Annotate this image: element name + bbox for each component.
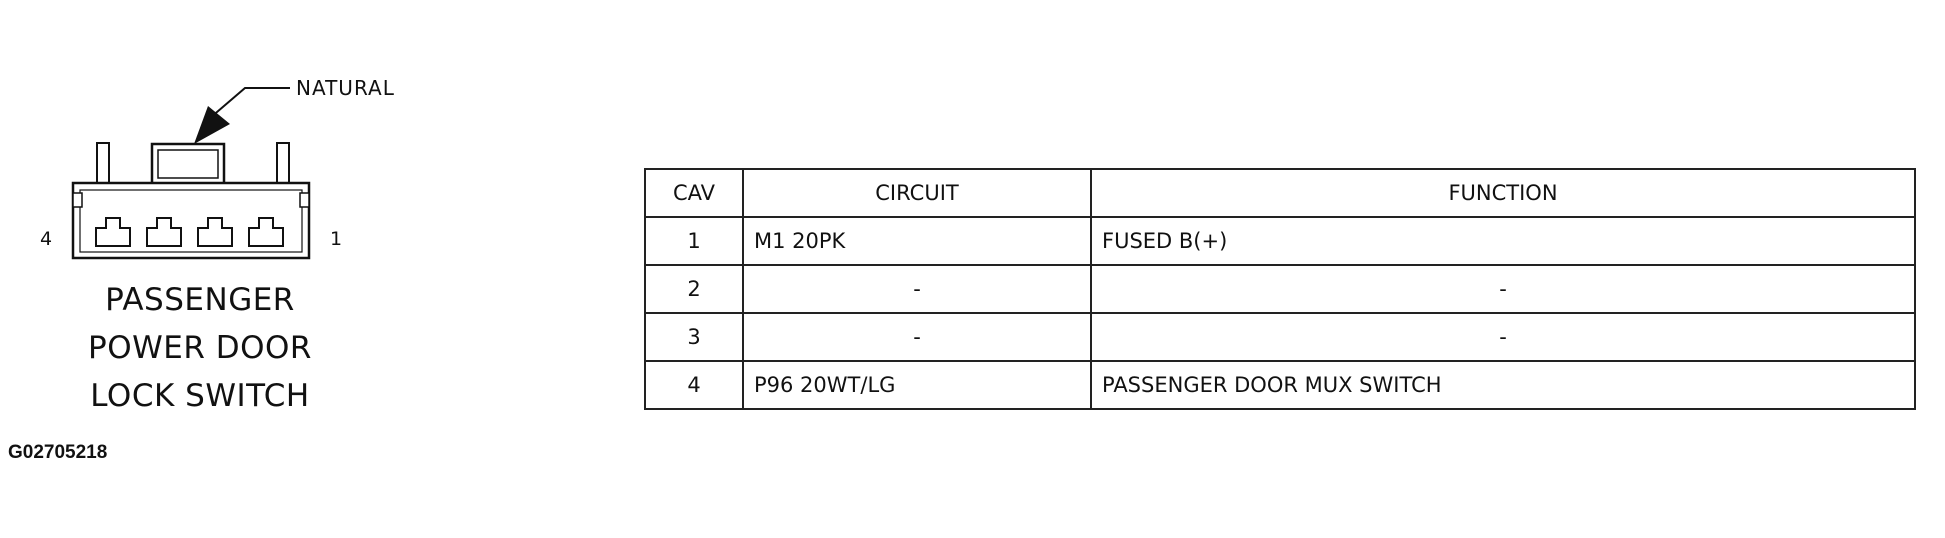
connector-name-line-2: POWER DOOR bbox=[88, 330, 312, 366]
cavity-1 bbox=[248, 217, 284, 247]
connector-side-notch-left bbox=[72, 192, 83, 208]
table-row: 1 M1 20PK FUSED B(+) bbox=[644, 216, 1916, 266]
cell-circuit: P96 20WT/LG bbox=[742, 360, 1092, 410]
cell-cav: 2 bbox=[644, 264, 744, 314]
connector-name-line-1: PASSENGER bbox=[105, 282, 295, 318]
callout-arrow-icon bbox=[194, 106, 230, 144]
connector-tab-right bbox=[276, 142, 290, 186]
header-function: FUNCTION bbox=[1090, 168, 1916, 218]
cell-circuit: - bbox=[742, 312, 1092, 362]
figure-id: G02705218 bbox=[8, 442, 108, 463]
callout-leader-line bbox=[209, 87, 290, 119]
table-row: 3 - - bbox=[644, 312, 1916, 362]
cell-cav: 3 bbox=[644, 312, 744, 362]
cell-function: FUSED B(+) bbox=[1090, 216, 1916, 266]
cavity-3 bbox=[146, 217, 182, 247]
cavity-4 bbox=[95, 217, 131, 247]
cell-function: - bbox=[1090, 312, 1916, 362]
header-circuit: CIRCUIT bbox=[742, 168, 1092, 218]
pin-number-left: 4 bbox=[40, 228, 53, 250]
header-cav: CAV bbox=[644, 168, 744, 218]
cell-circuit: - bbox=[742, 264, 1092, 314]
table-header-row: CAV CIRCUIT FUNCTION bbox=[644, 168, 1916, 218]
connector-name-line-3: LOCK SWITCH bbox=[90, 378, 310, 414]
pinout-table: CAV CIRCUIT FUNCTION 1 M1 20PK FUSED B(+… bbox=[644, 168, 1916, 410]
connector-diagram bbox=[71, 87, 311, 260]
connector-tab-left bbox=[96, 142, 110, 186]
table-row: 2 - - bbox=[644, 264, 1916, 314]
cell-cav: 1 bbox=[644, 216, 744, 266]
cell-function: PASSENGER DOOR MUX SWITCH bbox=[1090, 360, 1916, 410]
connector-side-notch-right bbox=[299, 192, 310, 208]
cavity-2 bbox=[197, 217, 233, 247]
cell-cav: 4 bbox=[644, 360, 744, 410]
cell-function: - bbox=[1090, 264, 1916, 314]
table-row: 4 P96 20WT/LG PASSENGER DOOR MUX SWITCH bbox=[644, 360, 1916, 410]
cell-circuit: M1 20PK bbox=[742, 216, 1092, 266]
callout-natural-label: NATURAL bbox=[296, 76, 395, 100]
pin-number-right: 1 bbox=[330, 228, 343, 250]
